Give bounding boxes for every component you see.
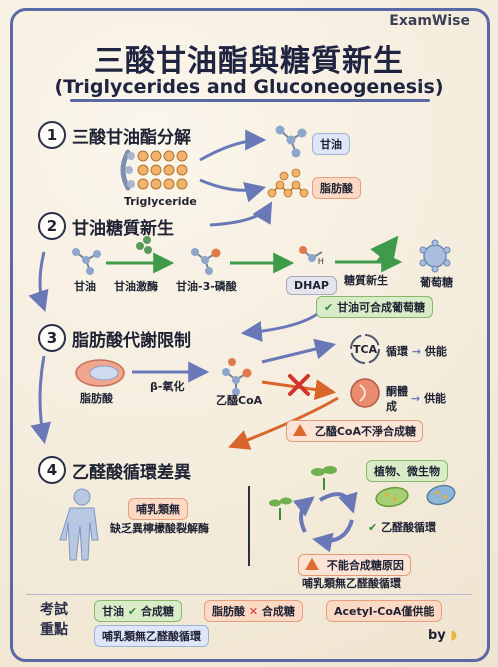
s3-fatty-acid-label: 脂肪酸 <box>80 392 113 405</box>
footer-fatty-acid-word: 脂肪酸 <box>212 605 245 618</box>
exam-label-line2: 重點 <box>40 622 68 638</box>
kinase-enzyme-icon <box>136 236 152 254</box>
ketone-energy-text: → 供能 <box>411 390 446 406</box>
s2-g3p-label: 甘油-3-磷酸 <box>176 280 237 293</box>
footer-divider <box>26 594 472 649</box>
section-2-number: 2 <box>38 212 66 240</box>
section-1-title: 三酸甘油酯分解 <box>72 128 191 148</box>
page-subtitle: (Triglycerides and Gluconeogenesis) <box>54 76 444 98</box>
arrow-right-icon: → <box>411 392 421 405</box>
adipose-icon <box>75 359 125 387</box>
footer-glycerol-result: 合成糖 <box>140 605 174 618</box>
glyoxylate-label-text: 乙醛酸循環 <box>381 521 437 534</box>
triglyceride-label: Triglyceride <box>124 195 197 208</box>
brand-logo-text: ExamWise <box>389 13 470 29</box>
warning-icon <box>293 424 307 436</box>
acetyl-coa-warning-text: 乙醯CoA不淨合成糖 <box>314 425 416 438</box>
sprout-icon <box>269 466 337 520</box>
tca-cycle-icon <box>350 334 380 364</box>
reason-warning-text: 不能合成糖原因 <box>326 559 404 572</box>
reason-description: 哺乳類無乙醛酸循環 <box>302 577 401 590</box>
beta-oxidation-label: β-氧化 <box>150 380 185 393</box>
acetyl-coa-label: 乙醯CoA <box>216 394 263 407</box>
mammal-tag: 哺乳類無 <box>128 498 188 520</box>
ketone-body-label-line2: 成 <box>386 400 397 413</box>
glycerol-synthesis-note: ✔ 甘油可合成葡萄糖 <box>316 296 434 318</box>
glycerol-tag: 甘油 <box>312 133 350 155</box>
exam-label-line1: 考試 <box>40 602 68 618</box>
cross-icon: ✕ <box>248 605 259 618</box>
fatty-acid-tag: 脂肪酸 <box>312 177 361 199</box>
byline: by ◗ <box>428 628 457 643</box>
tca-energy-text: 供能 <box>424 345 447 358</box>
exam-key-points-label: 考試 重點 <box>40 600 68 640</box>
ketone-energy-word: 供能 <box>424 392 447 405</box>
svg-text:H: H <box>318 257 324 266</box>
byline-text: by <box>428 628 446 643</box>
glycerol-3-phosphate-icon <box>191 248 221 275</box>
check-icon: ✔ <box>127 605 138 618</box>
s2-gluconeogenesis-label: 糖質新生 <box>344 274 388 287</box>
ketone-body-label: 酮體 <box>386 385 408 398</box>
tca-label: TCA <box>353 343 378 356</box>
section-3-title: 脂肪酸代謝限制 <box>72 331 191 351</box>
glucose-icon <box>419 239 451 273</box>
tca-cycle-text: 循環 → 供能 <box>386 343 447 359</box>
footer-glyoxylate-point: 哺乳類無乙醛酸循環 <box>94 625 209 647</box>
outer-frame <box>10 8 490 662</box>
bacteria-icon <box>375 484 456 508</box>
human-silhouette-icon <box>59 488 99 561</box>
warning-icon <box>305 558 319 570</box>
mammal-description: 缺乏異檸檬酸裂解酶 <box>110 522 209 535</box>
glycerol-molecule-icon-s2 <box>72 248 101 275</box>
dhap-molecule-icon: H <box>299 246 324 266</box>
triglyceride-molecule-icon <box>120 149 188 191</box>
title-underline <box>70 99 430 102</box>
glyoxylate-cycle-arrows-icon <box>292 491 358 553</box>
fatty-acid-chain-icon <box>267 168 309 198</box>
acetyl-coa-molecule-icon <box>222 358 252 396</box>
footer-glycerol-point: 甘油 ✔ 合成糖 <box>94 600 182 622</box>
s2-kinase-label: 甘油激酶 <box>114 280 158 293</box>
arrow-right-icon: → <box>411 345 422 358</box>
footer-fatty-acid-result: 合成糖 <box>261 605 295 618</box>
section-4-title: 乙醛酸循環差異 <box>72 463 191 483</box>
footer-fatty-acid-point: 脂肪酸 ✕ 合成糖 <box>204 600 303 622</box>
check-icon: ✔ <box>324 301 334 314</box>
glyoxylate-label: ✔ 乙醛酸循環 <box>368 519 436 535</box>
footer-glycerol-word: 甘油 <box>102 605 124 618</box>
cross-icon <box>288 374 310 396</box>
dhap-tag: DHAP <box>286 276 337 295</box>
cycle-word: 循環 <box>386 345 408 358</box>
section-1-number: 1 <box>38 121 66 149</box>
plants-microbes-tag: 植物、微生物 <box>366 460 448 482</box>
section-4-number: 4 <box>38 456 66 484</box>
section-3-number: 3 <box>38 324 66 352</box>
s2-glycerol-label: 甘油 <box>74 280 96 293</box>
acetyl-coa-warning: 乙醯CoA不淨合成糖 <box>286 420 423 442</box>
footer-acetyl-coa-point: Acetyl-CoA僅供能 <box>326 600 443 622</box>
section-2-title: 甘油糖質新生 <box>72 219 174 239</box>
glycerol-synthesis-note-text: 甘油可合成葡萄糖 <box>337 301 426 314</box>
banana-icon: ◗ <box>450 628 458 643</box>
page-title: 三酸甘油酯與糖質新生 <box>94 44 404 79</box>
ketone-body-icon <box>350 378 380 408</box>
s2-glucose-label: 葡萄糖 <box>420 276 453 289</box>
reason-warning: 不能合成糖原因 <box>298 554 411 576</box>
check-icon: ✔ <box>368 521 378 534</box>
glycerol-molecule-icon-s1 <box>275 125 307 158</box>
